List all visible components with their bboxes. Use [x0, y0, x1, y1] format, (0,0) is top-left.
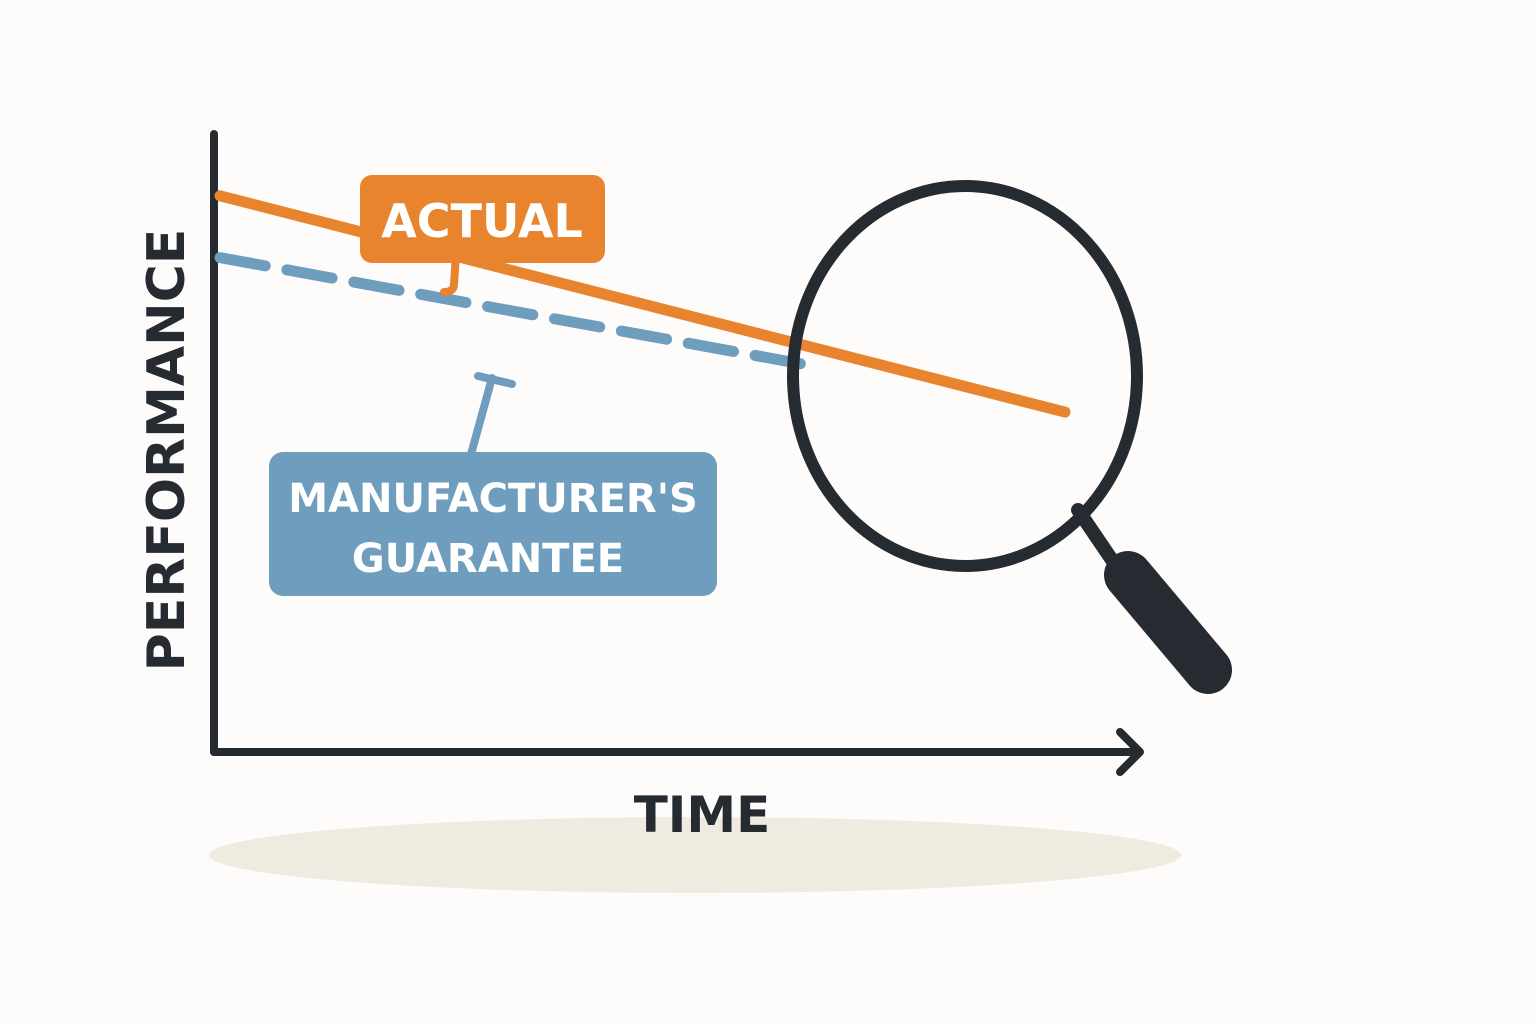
magnifier-lens — [787, 180, 1143, 572]
axes — [210, 130, 1144, 776]
actual-callout-pointer — [440, 250, 461, 296]
series-line-actual — [214, 190, 1071, 418]
magnifier-handle — [1104, 551, 1232, 694]
x-axis-label: TIME — [634, 786, 771, 844]
guarantee-callout-pointer — [466, 374, 496, 462]
series-line-manufacturers-guarantee — [214, 252, 818, 372]
guarantee-callout-pointer-cap — [474, 372, 516, 388]
guarantee-callout: MANUFACTURER'S GUARANTEE — [269, 372, 717, 596]
guarantee-callout-label-line-1: MANUFACTURER'S — [288, 476, 698, 522]
guarantee-callout-box — [269, 452, 717, 596]
actual-callout-label: ACTUAL — [381, 194, 583, 248]
ground-shadow — [209, 817, 1181, 893]
guarantee-callout-label-line-2: GUARANTEE — [352, 536, 624, 582]
actual-callout: ACTUAL — [360, 175, 605, 296]
actual-callout-box — [360, 175, 605, 263]
x-axis-arrowhead — [1116, 728, 1144, 776]
magnifying-glass-icon — [787, 180, 1232, 694]
y-axis-label: PERFORMANCE — [137, 229, 197, 672]
